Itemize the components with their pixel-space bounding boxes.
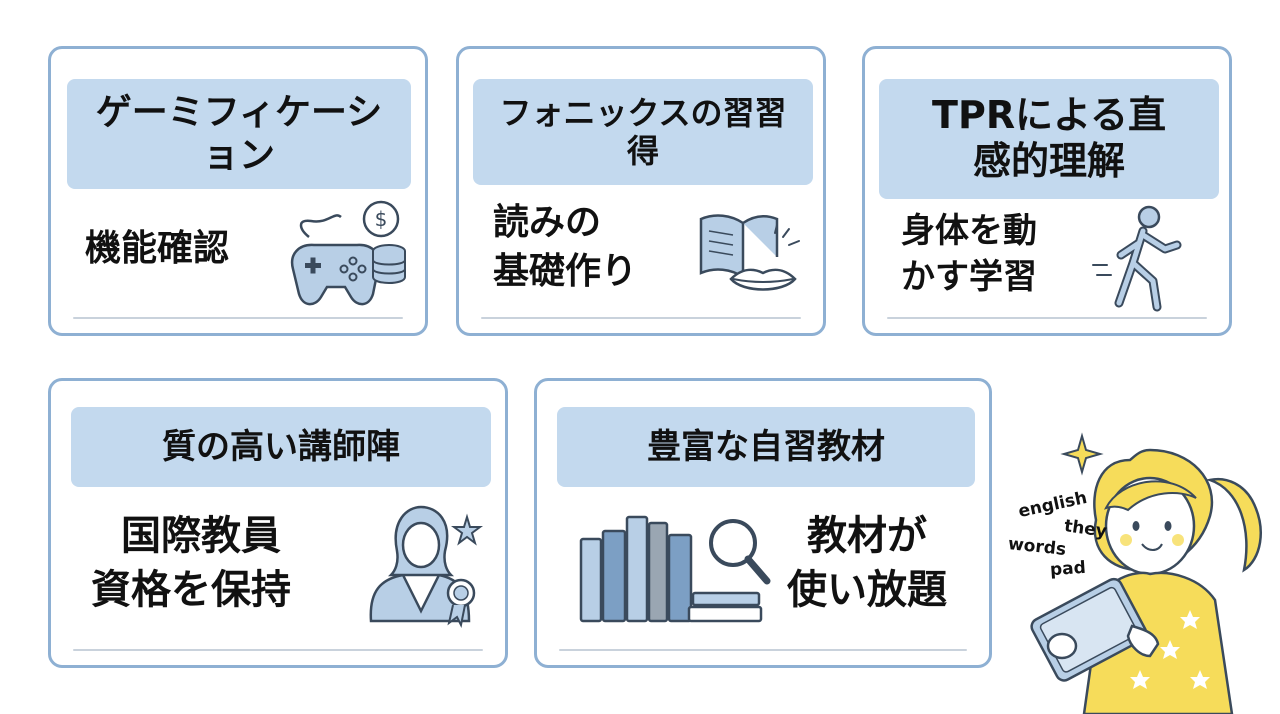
card-body-line: 国際教員 (121, 513, 281, 559)
feature-card-phonics: フォニックスの習習得 読みの 基礎作り (456, 46, 826, 336)
card-title-banner: 豊富な自習教材 (557, 407, 975, 487)
card-body-text: 国際教員 資格を保持 (91, 509, 291, 617)
card-body-text: 機能確認 (85, 225, 229, 274)
feature-card-materials: 豊富な自習教材 教材が 使い放題 (534, 378, 992, 668)
card-title: 豊富な自習教材 (647, 426, 885, 467)
card-body-line: 資格を保持 (91, 567, 291, 613)
card-divider (481, 317, 801, 319)
card-title-banner: TPRによる直感的理解 (879, 79, 1219, 199)
card-divider (887, 317, 1207, 319)
card-divider (73, 649, 483, 651)
teacher-badge-icon (351, 501, 491, 631)
floating-word-pad: pad (1049, 557, 1087, 581)
card-divider (73, 317, 403, 319)
card-divider (559, 649, 967, 651)
card-title-banner: フォニックスの習習得 (473, 79, 813, 185)
walking-person-icon (1091, 203, 1191, 313)
girl-with-tablet-icon (1000, 420, 1270, 714)
card-title-banner: ゲーミフィケーション (67, 79, 411, 189)
card-body-text: 教材が 使い放題 (787, 509, 947, 617)
card-body-line: 教材が (807, 513, 927, 559)
card-body-line: 機能確認 (85, 228, 230, 269)
card-title: ゲーミフィケーション (95, 91, 383, 176)
card-title: TPRによる直感的理解 (932, 93, 1166, 183)
card-body-line: 読みの (493, 202, 602, 243)
card-body-line: 基礎作り (493, 250, 638, 292)
card-body-text: 読みの 基礎作り (493, 199, 637, 296)
card-body-line: 身体を動 (901, 211, 1037, 251)
open-book-mouth-icon (693, 207, 803, 297)
feature-card-gamification: ゲーミフィケーション 機能確認 $ (48, 46, 428, 336)
card-title-banner: 質の高い講師陣 (71, 407, 491, 487)
card-body-line: 使い放題 (787, 567, 947, 613)
feature-card-teachers: 質の高い講師陣 国際教員 資格を保持 (48, 378, 508, 668)
game-controller-coins-icon: $ (279, 199, 409, 314)
svg-text:$: $ (375, 207, 388, 231)
feature-card-tpr: TPRによる直感的理解 身体を動 かす学習 (862, 46, 1232, 336)
card-title: フォニックスの習習得 (499, 93, 787, 170)
books-magnifier-icon (573, 509, 773, 629)
card-body-text: 身体を動 かす学習 (901, 209, 1037, 301)
card-body-line: かす学習 (901, 256, 1037, 297)
card-title: 質の高い講師陣 (162, 426, 400, 467)
